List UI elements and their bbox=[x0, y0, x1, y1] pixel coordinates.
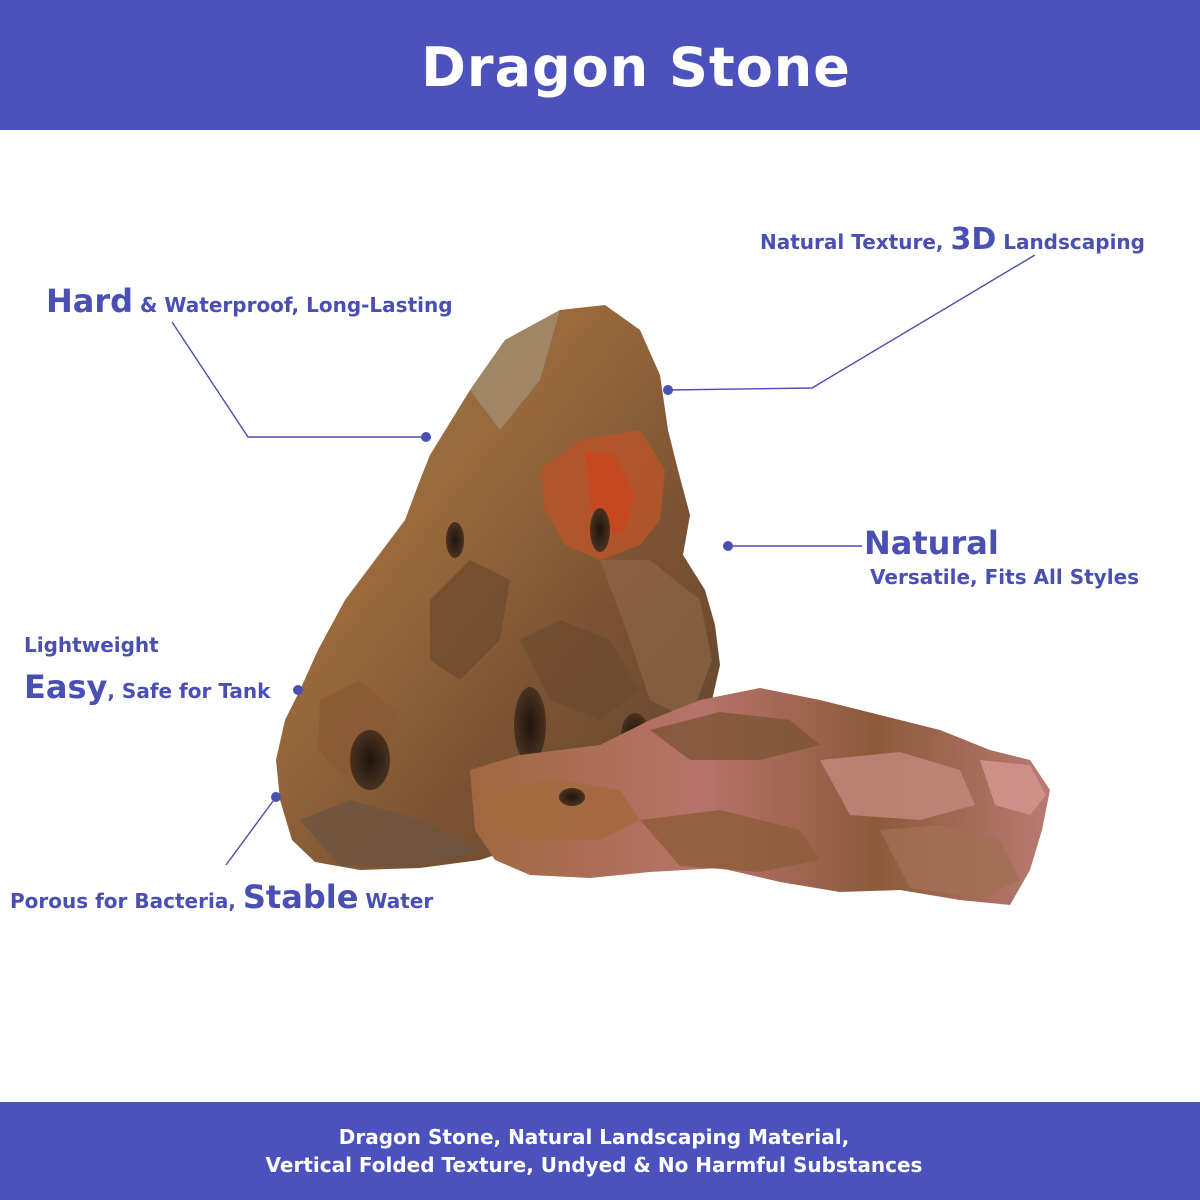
callout-natural-sub: Versatile, Fits All Styles bbox=[870, 565, 1140, 589]
callout-lines bbox=[171, 254, 1036, 866]
callout-natural-title: Natural bbox=[864, 524, 999, 562]
callout-easy-emphasis: Easy bbox=[24, 668, 108, 706]
flat-dragon-stone bbox=[470, 688, 1050, 905]
callout-hard: Hard & Waterproof, Long-Lasting bbox=[46, 282, 453, 320]
callout-texture-emphasis: 3D bbox=[950, 222, 997, 257]
callout-dots bbox=[271, 385, 733, 802]
footer-line-2: Vertical Folded Texture, Undyed & No Har… bbox=[265, 1153, 923, 1177]
header-banner: Dragon Stone bbox=[0, 0, 1200, 130]
footer-banner: Dragon Stone, Natural Landscaping Materi… bbox=[0, 1102, 1200, 1200]
callout-texture: Natural Texture, 3D Landscaping bbox=[760, 222, 1145, 257]
tall-dragon-stone bbox=[276, 305, 720, 870]
footer-line-1: Dragon Stone, Natural Landscaping Materi… bbox=[338, 1125, 850, 1149]
callout-stable-suffix: Water bbox=[358, 889, 434, 913]
callout-easy: Easy, Safe for Tank bbox=[24, 668, 270, 706]
callout-texture-suffix: Landscaping bbox=[996, 230, 1145, 254]
callout-stable-prefix: Porous for Bacteria, bbox=[10, 889, 243, 913]
callout-stable-emphasis: Stable bbox=[242, 878, 359, 916]
callout-easy-suffix: , Safe for Tank bbox=[107, 679, 271, 703]
callout-hard-emphasis: Hard bbox=[46, 282, 134, 320]
callout-stable: Porous for Bacteria, Stable Water bbox=[10, 878, 433, 916]
callout-easy-line1: Lightweight bbox=[24, 633, 159, 657]
callout-texture-prefix: Natural Texture, bbox=[760, 230, 951, 254]
callout-hard-suffix: & Waterproof, Long-Lasting bbox=[133, 293, 453, 317]
page-title: Dragon Stone bbox=[421, 35, 851, 99]
